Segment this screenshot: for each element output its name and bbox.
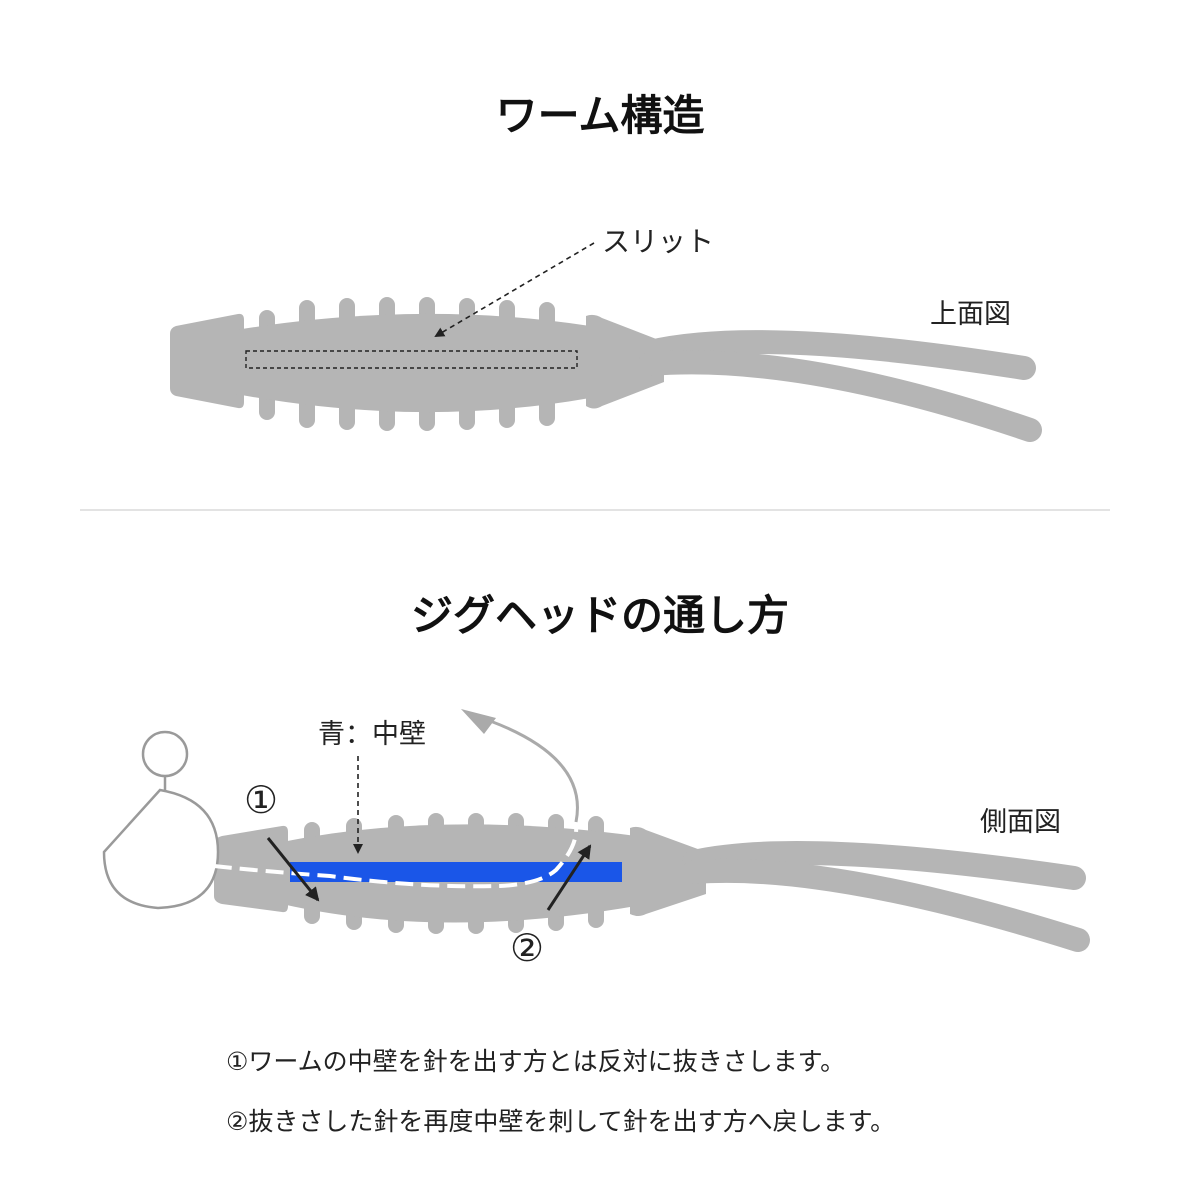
instruction-step2: ②抜きさした針を再度中壁を刺して針を出す方へ戻します。 [226, 1107, 896, 1136]
middle-wall-label: 青：中壁 [318, 719, 426, 750]
section-title-worm-structure: ワーム構造 [495, 91, 705, 140]
step1-arrow [266, 837, 320, 902]
section-divider [80, 509, 1110, 511]
middle-wall [290, 862, 622, 882]
worm-body [236, 313, 590, 413]
worm-tail-block [586, 314, 664, 409]
jighead [102, 730, 220, 910]
top-view-label: 上面図 [930, 299, 1011, 330]
step2-arrow [546, 844, 592, 911]
jighead-eye [141, 730, 189, 778]
step1-marker: ① [244, 778, 279, 822]
worm-tail-strand [638, 350, 1042, 442]
slit-pointer-arrow [434, 242, 595, 338]
hook-exit-arc [469, 712, 579, 823]
hook-path [213, 825, 579, 889]
section-title-jighead-threading: ジグヘッドの通し方 [410, 591, 789, 640]
slit-outline [245, 350, 578, 369]
jighead-ball [102, 788, 220, 910]
instruction-step1: ①ワームの中壁を針を出す方とは反対に抜きさします。 [226, 1047, 846, 1076]
step2-marker: ② [510, 926, 545, 970]
hook-exit-arrowhead [461, 709, 496, 734]
worm-head [170, 313, 244, 409]
side-view-label: 側面図 [980, 807, 1061, 838]
worm-tail-strand [638, 330, 1036, 380]
slit-label: スリット [602, 225, 715, 258]
worm-top-view [170, 297, 1042, 442]
